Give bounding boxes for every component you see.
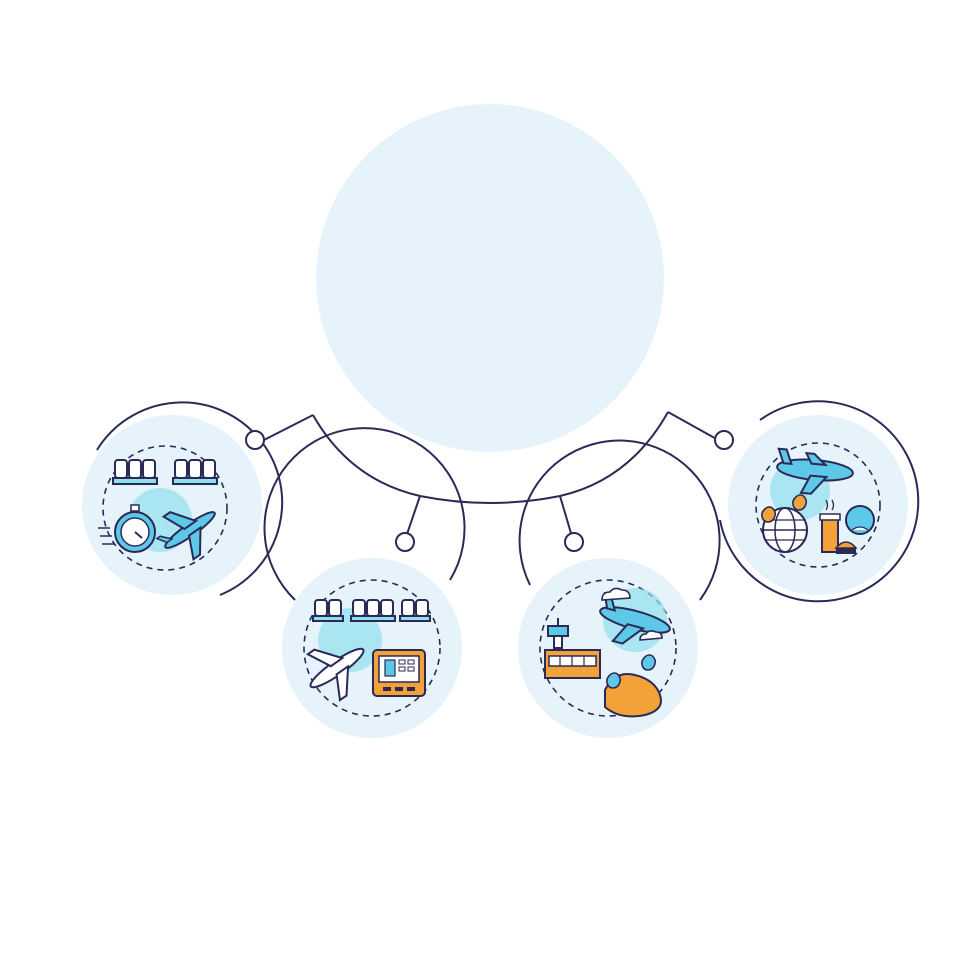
control-panel-icon — [372, 649, 426, 697]
airplane-icon — [599, 591, 671, 645]
connector-knob-left — [245, 430, 265, 450]
burger-icon — [834, 541, 858, 554]
cloud-icon — [601, 587, 663, 641]
center-connector-arc — [312, 411, 669, 504]
node-airport-transfer — [518, 439, 721, 738]
seat-row-icon — [399, 599, 431, 622]
seat-row-icon — [350, 599, 396, 622]
map-pin-icon — [761, 494, 807, 523]
node-world-travel — [719, 400, 920, 603]
node-seat-selection — [263, 427, 466, 738]
airplane-icon — [776, 447, 854, 495]
branch-line-left — [261, 414, 314, 442]
map-pin-icon — [606, 654, 656, 689]
seat-row-icon — [112, 459, 158, 485]
branch-line-right — [667, 411, 721, 442]
plane-window-icon — [845, 505, 875, 535]
control-tower-icon — [547, 618, 569, 649]
connector-knob-mid-right — [564, 532, 584, 552]
connector-knob-right — [714, 430, 734, 450]
airplane-icon — [305, 647, 365, 702]
stopwatch-icon — [98, 504, 156, 553]
terminal-building-icon — [544, 649, 601, 679]
seat-row-icon — [312, 599, 344, 622]
connector-knob-mid-left — [395, 532, 415, 552]
center-circle — [316, 104, 664, 452]
seat-row-icon — [172, 459, 218, 485]
airplane-icon — [155, 511, 216, 562]
coffee-cup-icon — [819, 499, 841, 553]
